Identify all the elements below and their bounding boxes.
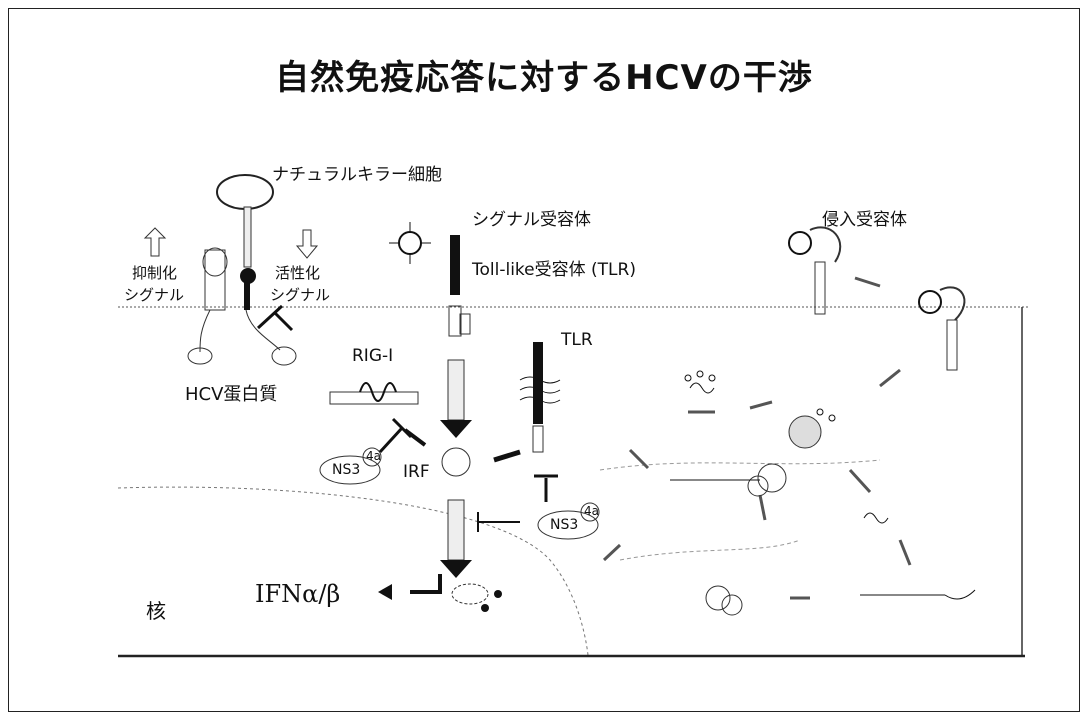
label-activate-1: 活性化 bbox=[275, 264, 321, 282]
uncoating-arrow bbox=[848, 468, 872, 494]
signal-receptor bbox=[448, 235, 471, 337]
rig-i bbox=[329, 382, 419, 405]
translation-arrow bbox=[898, 539, 912, 566]
tlr-to-irf-arrow bbox=[493, 449, 521, 463]
irf-factor bbox=[441, 447, 471, 477]
label-ns3-a: NS3 bbox=[332, 462, 361, 478]
label-irf: IRF bbox=[403, 462, 430, 482]
processing-arrow bbox=[602, 543, 622, 562]
polyprotein bbox=[860, 589, 976, 600]
ifn-arrow bbox=[410, 574, 442, 594]
label-nk-cell: ナチュラルキラー細胞 bbox=[272, 165, 442, 185]
label-entry-receptor: 侵入受容体 bbox=[822, 210, 907, 230]
label-nucleus: 核 bbox=[146, 599, 166, 623]
label-ns4a-a: 4a bbox=[366, 449, 381, 463]
er-membrane bbox=[599, 459, 881, 471]
nk-cell bbox=[216, 174, 274, 210]
polyprotein-arrow bbox=[628, 448, 650, 470]
label-activate-2: シグナル bbox=[270, 286, 331, 304]
inhibit-signal-arrow bbox=[143, 227, 167, 257]
label-ifn: IFNα/β bbox=[255, 580, 341, 608]
activating-receptor bbox=[240, 206, 297, 366]
inhibitory-receptor bbox=[187, 247, 228, 365]
label-ns4a-b: 4a bbox=[584, 504, 599, 518]
assembly-arrow bbox=[758, 494, 767, 521]
activate-signal-arrow bbox=[295, 229, 319, 259]
entry-arrow-2 bbox=[879, 368, 901, 388]
label-signal-receptor: シグナル受容体 bbox=[472, 210, 591, 230]
entry-receptor bbox=[788, 226, 842, 315]
capsid bbox=[788, 408, 836, 449]
internalized-virus bbox=[918, 286, 966, 371]
ns3-4a-complex-a bbox=[319, 455, 381, 485]
replication-complex bbox=[705, 585, 743, 616]
label-inhibit-1: 抑制化 bbox=[132, 264, 178, 282]
slide-frame bbox=[8, 8, 1080, 712]
release-arrow-2 bbox=[749, 400, 773, 410]
signaling-arrow bbox=[440, 359, 472, 578]
entry-arrow-1 bbox=[854, 276, 881, 288]
label-tlr-long: Toll-like受容体 (TLR) bbox=[472, 260, 636, 280]
ns3-inhibition-tlr bbox=[534, 474, 558, 502]
er-membrane-2 bbox=[619, 539, 801, 561]
hcv-inhibition-nk bbox=[256, 304, 294, 332]
ns3-4a-complex-b bbox=[537, 510, 599, 540]
slide-title: 自然免疫応答に対するHCVの干渉 bbox=[275, 58, 813, 98]
virus-particle bbox=[389, 222, 431, 264]
label-tlr-short: TLR bbox=[561, 330, 593, 350]
ns3-inhibition-irf bbox=[378, 417, 427, 454]
endosomal-tlr bbox=[519, 342, 561, 453]
nucleus-boundary bbox=[117, 486, 589, 656]
label-inhibit-2: シグナル bbox=[124, 286, 185, 304]
ns3-inhibition-ifn bbox=[477, 512, 520, 532]
label-ns3-b: NS3 bbox=[550, 517, 579, 533]
label-hcv-protein: HCV蛋白質 bbox=[185, 384, 278, 405]
ribosome bbox=[670, 463, 787, 497]
viral-rna bbox=[684, 370, 716, 394]
viral-rna-2 bbox=[863, 512, 889, 524]
label-rig-i: RIG-I bbox=[352, 346, 394, 366]
